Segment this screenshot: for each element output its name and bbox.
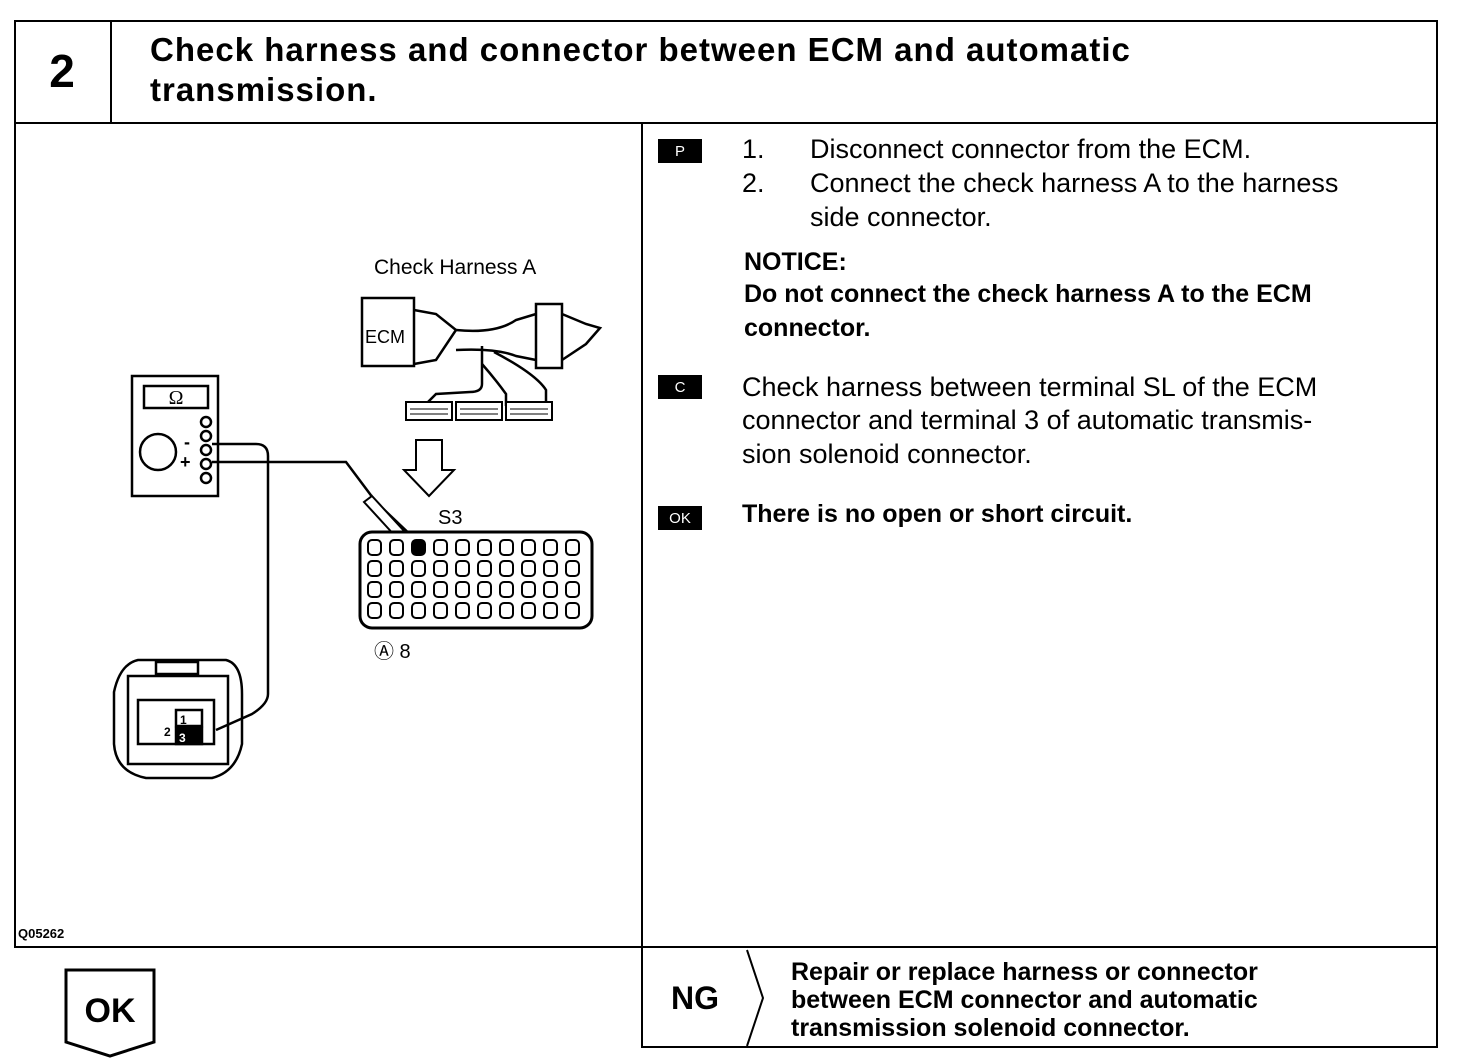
connector-pin (389, 539, 404, 556)
connector-pin (499, 602, 514, 619)
connector-pin (521, 560, 536, 577)
connector-pin (411, 581, 426, 598)
procedure-item-1-text: Disconnect connector from the ECM. (810, 134, 1252, 164)
connector-pin (499, 581, 514, 598)
ng-action: Repair or replace harness or connector b… (791, 958, 1258, 1042)
connector-pin (367, 560, 382, 577)
ok-result-box: OK (64, 968, 156, 1058)
solenoid-pin-1: 1 (180, 713, 187, 727)
ohmmeter-icon (130, 374, 220, 498)
plug-pins (410, 408, 548, 415)
harness-plug-1 (405, 401, 453, 421)
connector-pin (543, 581, 558, 598)
connector-pin (389, 602, 404, 619)
ohm-symbol: Ω (169, 387, 184, 409)
notice-line1: Do not connect the check harness A to th… (744, 280, 1312, 308)
ok-tag: OK (658, 506, 702, 530)
solenoid-pin-3: 3 (179, 731, 186, 745)
ok-label: OK (84, 992, 136, 1030)
step-title-line1: Check harness and connector between ECM … (150, 31, 1131, 68)
column-divider (641, 122, 643, 1048)
connector-pin (455, 560, 470, 577)
procedure-item-2-text-line1: Connect the check harness A to the harne… (810, 168, 1339, 198)
step-number: 2 (14, 20, 112, 122)
ok-arrow-shape (64, 968, 156, 1058)
connector-pin (433, 560, 448, 577)
connector-id-label: Ⓐ 8 (374, 640, 411, 663)
connector-pin (455, 581, 470, 598)
connector-pin (367, 539, 382, 556)
ng-line1: Repair or replace harness or connector (791, 958, 1258, 986)
minus-sign: - (184, 432, 190, 452)
down-arrow-icon (401, 439, 457, 498)
connector-pin (565, 560, 580, 577)
connector-pin (411, 560, 426, 577)
connector-s3-label: S3 (438, 507, 462, 529)
step-title-line2: transmission. (150, 71, 378, 108)
connector-pin (521, 581, 536, 598)
plus-sign: + (180, 452, 191, 472)
procedure-item-1-number: 1. (742, 134, 765, 164)
connector-pin (521, 602, 536, 619)
prep-tag: P (658, 139, 702, 163)
step-header (14, 20, 1438, 124)
connector-pin (543, 539, 558, 556)
connector-pin (389, 581, 404, 598)
ecm-label: ECM (365, 327, 405, 347)
diagram-figure: Ω - + Check Harness A ECM (16, 124, 640, 946)
solenoid-connector-icon (112, 658, 244, 780)
connector-pin (433, 539, 448, 556)
connector-pin (477, 581, 492, 598)
connector-pins (367, 539, 580, 619)
connector-pin (565, 602, 580, 619)
step-title: Check harness and connector between ECM … (150, 30, 1400, 110)
ng-result-box: NG Repair or replace harness or connecto… (641, 946, 1438, 1048)
harness-plug-2 (455, 401, 503, 421)
check-harness-icon (360, 296, 603, 407)
connector-pin (499, 560, 514, 577)
connector-pin (477, 602, 492, 619)
solenoid-pin-2: 2 (164, 725, 171, 739)
procedure-item-2-continued: side connector. (810, 202, 992, 232)
connector-pin (367, 602, 382, 619)
ng-line2: between ECM connector and automatic (791, 986, 1258, 1014)
check-line2: connector and terminal 3 of automatic tr… (742, 405, 1313, 435)
connector-pin (477, 560, 492, 577)
connector-pin (411, 602, 426, 619)
connector-pin (367, 581, 382, 598)
connector-pin (543, 560, 558, 577)
connector-pin (521, 539, 536, 556)
ok-result-text: There is no open or short circuit. (742, 500, 1133, 528)
connector-pin (455, 539, 470, 556)
ng-label: NG (671, 980, 719, 1016)
connector-pin (565, 539, 580, 556)
check-line3: sion solenoid connector. (742, 439, 1032, 469)
connector-pin (477, 539, 492, 556)
figure-code: Q05262 (18, 926, 64, 941)
connector-pin (499, 539, 514, 556)
procedure-item-1: 1. Disconnect connector from the ECM. (742, 132, 1251, 166)
connector-pin (543, 602, 558, 619)
procedure-item-2-number: 2. (742, 168, 765, 198)
connector-pin (455, 602, 470, 619)
notice-line2: connector. (744, 314, 871, 342)
ng-line3: transmission solenoid connector. (791, 1014, 1190, 1042)
connector-pin (565, 581, 580, 598)
connector-pin (433, 581, 448, 598)
check-tag: C (658, 375, 702, 399)
connector-pin (411, 539, 426, 556)
notice-title: NOTICE: (744, 248, 847, 276)
harness-plug-3 (505, 401, 553, 421)
procedure-item-2: 2. Connect the check harness A to the har… (742, 166, 1338, 200)
check-line1: Check harness between terminal SL of the… (742, 372, 1318, 402)
connector-pin (389, 560, 404, 577)
check-harness-label: Check Harness A (374, 256, 536, 279)
wiring-diagram: Ω - + Check Harness A ECM (18, 256, 603, 941)
connector-pin (433, 602, 448, 619)
ng-chevron-icon (746, 949, 765, 1047)
